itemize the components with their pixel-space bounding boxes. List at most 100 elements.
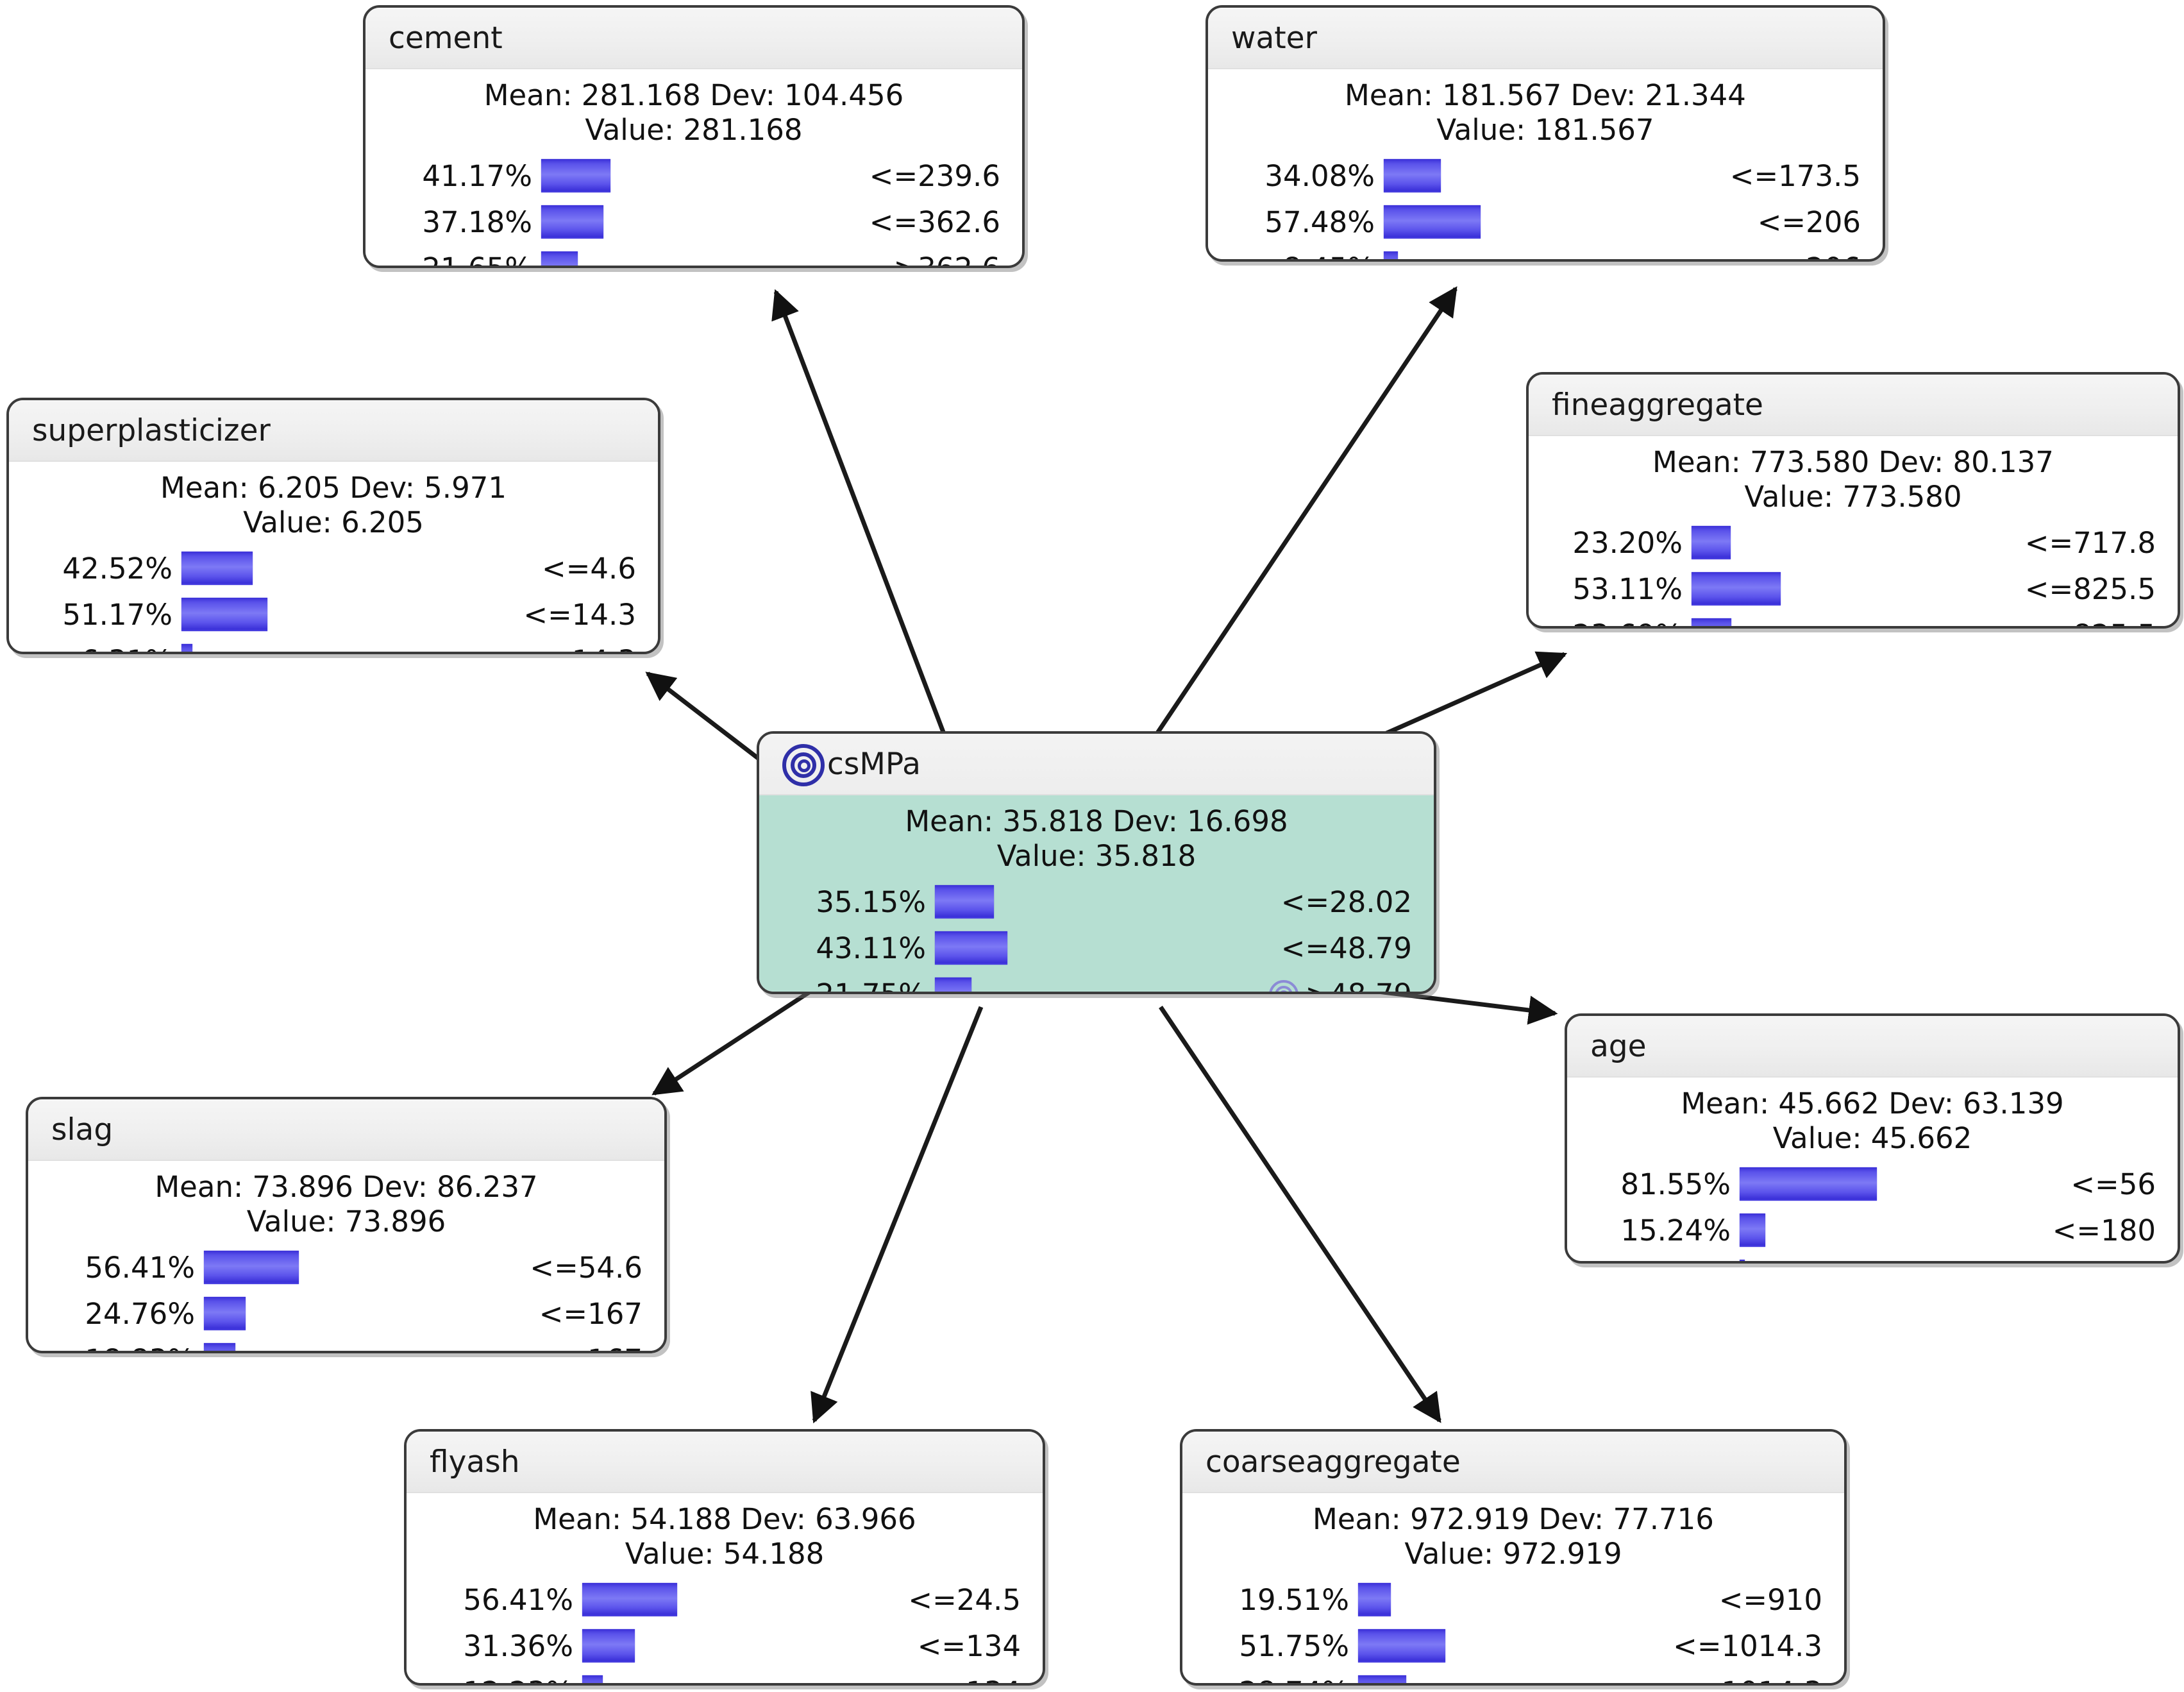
row-bar-track [582,1623,854,1669]
row-bar [1740,1214,1765,1247]
table-row[interactable]: 24.76% <=167 [28,1290,664,1337]
row-bin-label: >14.3 [476,644,658,652]
table-row[interactable]: 19.51% <=910 [1182,1577,1844,1623]
edge-csmpa-cement [771,289,952,749]
table-row[interactable]: 42.52% <=4.6 [9,545,658,591]
table-row[interactable]: 56.41% <=24.5 [407,1577,1043,1623]
table-row[interactable]: 15.24% <=180 [1567,1207,2178,1253]
row-bar-track [1740,1161,2008,1207]
node-body-slag: Mean: 73.896 Dev: 86.237 Value: 73.896 5… [28,1161,664,1351]
stats-mean-dev: Mean: 35.818 Dev: 16.698 [905,804,1288,838]
table-row[interactable]: 21.75% >48.79 [759,971,1434,994]
row-percent: 21.75% [816,977,926,994]
row-percent: 81.55% [1620,1167,1731,1201]
row-bin-label: <=134 [917,1629,1021,1663]
row-bin-label: >167 [476,1343,664,1351]
row-percent: 56.41% [463,1582,573,1617]
row-bin-label: >825.5 [1963,618,2178,627]
node-title-coarseaggregate: coarseaggregate [1205,1444,1461,1480]
node-header-cement: cement [365,8,1022,69]
table-row[interactable]: 35.15% <=28.02 [759,879,1434,925]
target-bullseye-icon [782,744,825,786]
row-bin-label: >1014.3 [1617,1675,1844,1684]
table-row[interactable]: 34.08% <=173.5 [1208,153,1883,199]
row-bin-label: <=717.8 [2024,525,2156,560]
stats-mean-dev: Mean: 281.168 Dev: 104.456 [483,78,904,112]
row-bin-label: <=167 [539,1296,643,1331]
table-row[interactable]: 23.20% <=717.8 [1529,520,2178,566]
row-bar-track [181,545,476,591]
row-bar [1692,526,1731,559]
table-row[interactable]: 53.11% <=825.5 [1529,566,2178,612]
row-bar-track [1358,1623,1617,1669]
table-row[interactable]: 51.75% <=1014.3 [1182,1623,1844,1669]
row-percent: 42.52% [62,551,172,586]
node-slag[interactable]: slag Mean: 73.896 Dev: 86.237 Value: 73.… [26,1097,667,1353]
row-bar [582,1675,603,1683]
row-percent: 34.08% [1264,158,1375,193]
row-bar [1384,251,1399,259]
row-bin-label: <=48.79 [1200,931,1434,965]
row-bin-label: >134 [854,1675,1043,1684]
table-row[interactable]: 3.20% >180 [1567,1253,2178,1262]
row-percent: 3.20% [1567,1260,1740,1262]
row-bin-label: <=825.5 [2024,571,2156,606]
row-bar-track [1358,1669,1617,1683]
row-percent: 28.74% [1182,1675,1358,1684]
node-body-flyash: Mean: 54.188 Dev: 63.966 Value: 54.188 5… [407,1493,1043,1684]
row-bar [204,1343,236,1351]
row-bar-track [935,971,1200,992]
node-csmpa[interactable]: csMPa Mean: 35.818 Dev: 16.698 Value: 35… [757,731,1436,994]
row-bar-track [181,638,476,652]
node-fineaggregate[interactable]: fineaggregate Mean: 773.580 Dev: 80.137 … [1526,372,2180,629]
row-bar [1740,1260,1745,1261]
node-cement[interactable]: cement Mean: 281.168 Dev: 104.456 Value:… [363,5,1025,268]
node-stats-cement: Mean: 281.168 Dev: 104.456 Value: 281.16… [365,73,1022,150]
node-title-flyash: flyash [430,1444,520,1480]
table-row[interactable]: 81.55% <=56 [1567,1161,2178,1207]
table-row[interactable]: 57.48% <=206 [1208,199,1883,245]
table-row[interactable]: 18.83% >167 [28,1337,664,1351]
row-bar [204,1297,246,1330]
stats-value: Value: 35.818 [996,839,1197,873]
stats-mean-dev: Mean: 773.580 Dev: 80.137 [1652,445,2054,479]
table-row[interactable]: 31.36% <=134 [407,1623,1043,1669]
table-row[interactable]: 51.17% <=14.3 [9,591,658,638]
bin-text: <=28.02 [1281,884,1412,919]
row-bin-label: <=4.6 [542,551,636,586]
node-stats-fineaggregate: Mean: 773.580 Dev: 80.137 Value: 773.580 [1529,440,2178,517]
row-percent: 24.76% [85,1296,195,1331]
row-percent: 12.23% [407,1675,582,1684]
row-bin-label: >362.6 [893,251,1000,268]
node-superplasticizer[interactable]: superplasticizer Mean: 6.205 Dev: 5.971 … [6,398,660,654]
row-bar-track [1358,1577,1617,1623]
table-row[interactable]: 12.23% >134 [407,1669,1043,1684]
node-age[interactable]: age Mean: 45.662 Dev: 63.139 Value: 45.6… [1565,1013,2180,1264]
table-row[interactable]: 56.41% <=54.6 [28,1244,664,1290]
table-row[interactable]: 23.69% >825.5 [1529,612,2178,627]
row-bin-label: <=173.5 [1729,158,1861,193]
node-water[interactable]: water Mean: 181.567 Dev: 21.344 Value: 1… [1205,5,1885,262]
node-header-slag: slag [28,1099,664,1161]
row-bar [582,1629,635,1662]
table-row[interactable]: 28.74% >1014.3 [1182,1669,1844,1684]
edge-csmpa-slag [651,989,812,1096]
table-row[interactable]: 21.65% >362.6 [365,245,1022,268]
row-bar [1358,1629,1445,1662]
table-row[interactable]: 43.11% <=48.79 [759,925,1434,971]
table-row[interactable]: 37.18% <=362.6 [365,199,1022,245]
node-stats-age: Mean: 45.662 Dev: 63.139 Value: 45.662 [1567,1081,2178,1158]
row-bin-label: <=910 [1718,1582,1822,1617]
row-percent: 37.18% [422,205,532,239]
bin-text: >48.79 [1305,977,1412,994]
table-row[interactable]: 41.17% <=239.6 [365,153,1022,199]
stats-mean-dev: Mean: 54.188 Dev: 63.966 [533,1502,916,1536]
node-body-csmpa: Mean: 35.818 Dev: 16.698 Value: 35.818 3… [759,795,1434,994]
table-row[interactable]: 6.31% >14.3 [9,638,658,652]
distribution-rows: 81.55% <=56 15.24% <=180 3.20% >180 [1567,1158,2178,1262]
row-bin-label: <=239.6 [869,158,1000,193]
node-flyash[interactable]: flyash Mean: 54.188 Dev: 63.966 Value: 5… [404,1429,1045,1686]
table-row[interactable]: 8.45% >206 [1208,245,1883,259]
row-bar [935,977,971,992]
node-coarseaggregate[interactable]: coarseaggregate Mean: 972.919 Dev: 77.71… [1180,1429,1847,1686]
